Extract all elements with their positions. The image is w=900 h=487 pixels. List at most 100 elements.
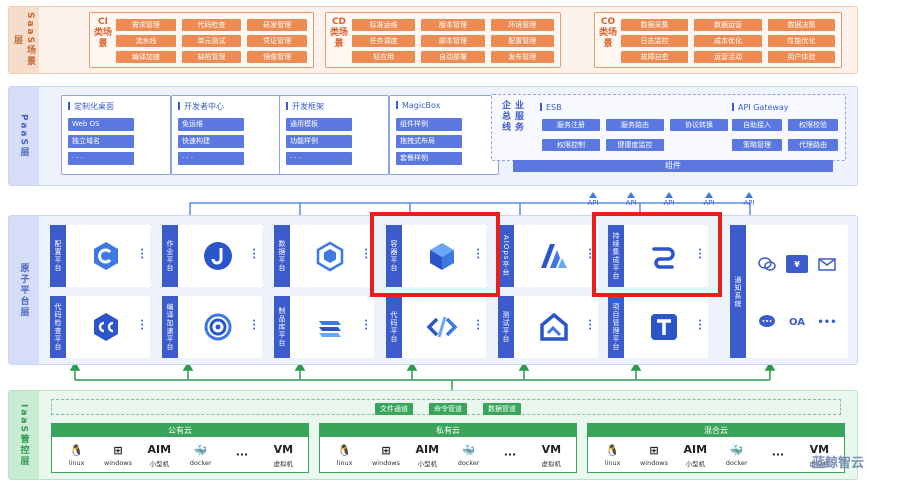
esb-tag[interactable]: 权限控制 (542, 139, 600, 151)
data-pipe-tag[interactable]: 数据管道 (483, 403, 521, 415)
more-icon: ••• (817, 316, 837, 328)
aiops-platform-card[interactable]: AIOps平台 ··· (498, 225, 598, 287)
saas-tag[interactable]: 流水线 (116, 35, 176, 47)
saas-tag[interactable]: 故障自愈 (621, 51, 689, 63)
pbox-item[interactable]: 独立域名 (68, 135, 134, 148)
saas-tag[interactable]: 自动部署 (421, 51, 485, 63)
more-dots-icon[interactable]: ··· (252, 316, 256, 335)
iaas-layer-label: IaaS管控层 (9, 391, 39, 479)
test-platform-card[interactable]: 测试平台 ··· (498, 296, 598, 358)
pbox-item[interactable]: Web OS (68, 118, 134, 131)
docker-item: 🐳docker (725, 444, 748, 467)
file-channel-tag[interactable]: 文件通道 (375, 403, 413, 415)
compile-accel-platform-card[interactable]: 编译加速平台 ··· (162, 296, 262, 358)
saas-tag[interactable]: 发布管理 (490, 51, 554, 63)
saas-tag[interactable]: 成本优化 (694, 35, 762, 47)
pbox-item[interactable]: · · · (178, 152, 244, 165)
custom-desktop-box: 定制化桌面 Web OS 独立域名 · · · (61, 95, 171, 175)
saas-tag[interactable]: 环境管理 (490, 19, 554, 31)
code-platform-card[interactable]: 代码平台 ··· (386, 296, 486, 358)
more-dots-icon[interactable]: ··· (364, 245, 368, 264)
gateway-tag[interactable]: 自助接入 (732, 119, 782, 131)
more-dots-icon[interactable]: ··· (698, 245, 702, 264)
windows-item: ⊞windows (103, 444, 133, 467)
saas-tag[interactable]: 版本管理 (421, 19, 485, 31)
saas-tag[interactable]: 数据运营 (694, 19, 762, 31)
config-platform-card[interactable]: 配置平台 ··· (50, 225, 150, 287)
oa-icon: OA (789, 316, 805, 328)
pbox-item[interactable]: · · · (68, 152, 134, 165)
esb-tag[interactable]: 健康度监控 (606, 139, 664, 151)
cd-scenario-title: CD类场景 (330, 17, 349, 49)
pbox-item[interactable]: 快速构建 (178, 135, 244, 148)
container-platform-card[interactable]: 容器平台 ··· (386, 225, 486, 287)
pbox-item[interactable]: 套餐样例 (396, 152, 462, 165)
job-platform-card[interactable]: 作业平台 ··· (162, 225, 262, 287)
saas-tag[interactable]: 单元测试 (181, 35, 242, 47)
more-dots-icon[interactable]: ··· (364, 316, 368, 335)
component-bar[interactable]: 组件 (513, 160, 833, 172)
esb-tag[interactable]: 服务路由 (606, 119, 664, 131)
data-platform-card[interactable]: 数据平台 ··· (274, 225, 374, 287)
saas-tag[interactable]: 轻应用 (352, 51, 416, 63)
saas-tag[interactable]: 标准运维 (352, 19, 416, 31)
esb-tag[interactable]: 协议转换 (670, 119, 728, 131)
saas-tag[interactable]: 代码检查 (181, 19, 242, 31)
saas-tag[interactable]: 镜像管理 (247, 51, 307, 63)
code-check-platform-card[interactable]: 代码检查平台 ··· (50, 296, 150, 358)
saas-tag[interactable]: 凭证管理 (247, 35, 307, 47)
c-logo-icon (94, 242, 118, 270)
pbox-item[interactable]: 免运维 (178, 118, 244, 131)
more-dots-icon[interactable]: ··· (476, 245, 480, 264)
co-scenario-title: CO类场景 (599, 17, 618, 49)
pbox-item[interactable]: · · · (286, 152, 352, 165)
saas-tag[interactable]: 任务调度 (352, 35, 416, 47)
gateway-tag[interactable]: 策略管理 (732, 139, 782, 151)
paas-layer: PaaS层 定制化桌面 Web OS 独立域名 · · · 开发者中心 免运维 … (8, 86, 858, 186)
card-label: 持续集成平台 (608, 225, 624, 287)
saas-tag[interactable]: 性能优化 (767, 35, 835, 47)
command-pipe-tag[interactable]: 命令管道 (429, 403, 467, 415)
card-label: 代码检查平台 (50, 296, 66, 358)
more-dots-icon[interactable]: ··· (588, 316, 592, 335)
api-arrow: API (658, 192, 680, 207)
ci-platform-card[interactable]: 持续集成平台 ··· (608, 225, 708, 287)
saas-tag[interactable]: 脚本管理 (421, 35, 485, 47)
ellipsis-icon: ··· (503, 448, 517, 461)
saas-tag[interactable]: 缺陷管理 (181, 51, 242, 63)
artifact-platform-card[interactable]: 制品库平台 ··· (274, 296, 374, 358)
saas-tag[interactable]: 研发管理 (247, 19, 307, 31)
gateway-tag[interactable]: 代理路由 (788, 139, 838, 151)
saas-tag[interactable]: 数据决策 (767, 19, 835, 31)
more-dots-icon[interactable]: ··· (698, 316, 702, 335)
saas-tag[interactable]: 数据采集 (621, 19, 689, 31)
more-dots-icon[interactable]: ··· (588, 245, 592, 264)
notification-system-card[interactable]: 通知系统 ¥ OA ••• (730, 225, 848, 358)
esb-tag[interactable]: 服务注册 (542, 119, 600, 131)
saas-tag[interactable]: 需求管理 (116, 19, 176, 31)
more-dots-icon[interactable]: ··· (252, 245, 256, 264)
pbox-item[interactable]: 通用模板 (286, 118, 352, 131)
saas-tag[interactable]: 编译加速 (116, 51, 176, 63)
more-dots-icon[interactable]: ··· (476, 316, 480, 335)
saas-tag[interactable]: 配置管理 (490, 35, 554, 47)
pbox-item[interactable]: 功能样例 (286, 135, 352, 148)
pbox-item[interactable]: 拖拽式布局 (396, 135, 462, 148)
saas-tag[interactable]: 运营活动 (694, 51, 762, 63)
cloud-title: 混合云 (588, 424, 844, 437)
penguin-icon: 🐧 (605, 444, 620, 457)
project-mgmt-platform-card[interactable]: 项目管理平台 ··· (608, 296, 708, 358)
more-dots-icon[interactable]: ··· (140, 245, 144, 264)
pbox-item[interactable]: 组件样例 (396, 118, 462, 131)
gateway-tag[interactable]: 权限校验 (788, 119, 838, 131)
api-arrow: API (698, 192, 720, 207)
saas-tag[interactable]: 日志监控 (621, 35, 689, 47)
saas-layer: SaaS场景层 CI类场景 需求管理 代码检查 研发管理 流水线 单元测试 凭证… (8, 6, 858, 74)
more-dots-icon[interactable]: ··· (140, 316, 144, 335)
card-label: 配置平台 (50, 225, 66, 287)
saas-tag[interactable]: 用户体验 (767, 51, 835, 63)
api-arrow: API (738, 192, 760, 207)
